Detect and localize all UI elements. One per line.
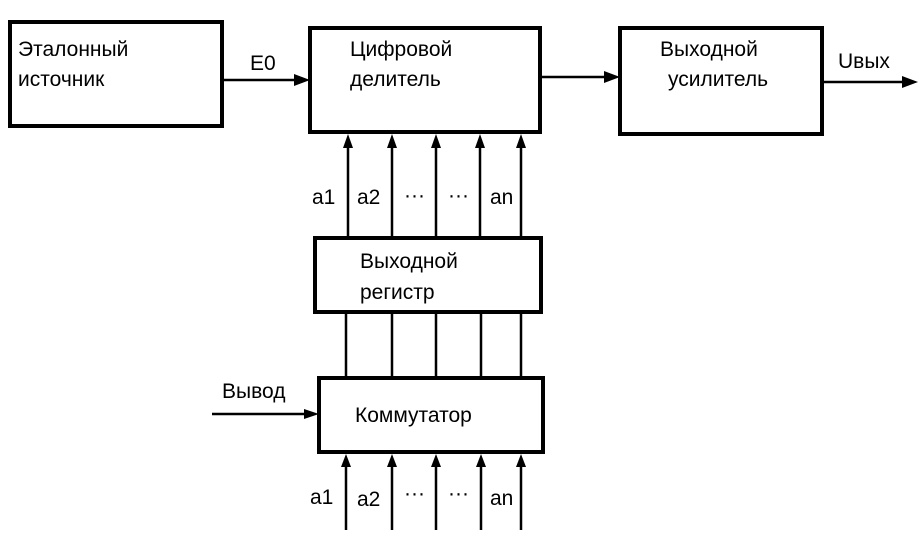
- bus-label-an: an: [490, 186, 513, 209]
- input-label-dots1: ···: [404, 482, 425, 505]
- output-command-label: Вывод: [222, 380, 286, 403]
- input-bus: a1 a2 ··· ··· an: [310, 454, 526, 530]
- bus-label-dots1: ···: [404, 184, 425, 207]
- commutator-to-register-bus: [344, 312, 523, 378]
- digital-divider-label-line2: делитель: [350, 68, 441, 91]
- commutator-label: Коммутатор: [355, 404, 472, 427]
- bus-arrowhead-a1: [343, 134, 353, 148]
- u-out-connection: Uвых: [822, 50, 918, 88]
- reference-source-block: Эталонный источник: [8, 20, 224, 128]
- input-label-an: an: [490, 487, 513, 510]
- digital-divider-block: Цифровой делитель: [308, 26, 542, 134]
- input-arrowhead-dots2: [476, 454, 486, 467]
- bus-label-a1: a1: [312, 186, 335, 209]
- input-label-a1: a1: [310, 486, 333, 509]
- bus-arrowhead-an: [516, 134, 526, 148]
- e0-arrowhead: [294, 74, 310, 86]
- output-amplifier-box: [618, 26, 824, 136]
- input-arrowhead-a2: [387, 454, 397, 467]
- output-command-connection: Вывод: [212, 380, 319, 419]
- reference-source-label-line1: Эталонный: [18, 38, 128, 61]
- output-command-arrowhead: [304, 409, 319, 419]
- output-register-label-line1: Выходной: [360, 250, 458, 273]
- bus-arrowhead-dots1: [431, 134, 441, 148]
- input-arrowhead-an: [516, 454, 526, 467]
- divider-to-amplifier-connection: [540, 71, 620, 83]
- output-amplifier-label-line2: усилитель: [668, 68, 768, 91]
- bus-arrowhead-a2: [387, 134, 397, 148]
- input-label-dots2: ···: [448, 482, 469, 505]
- digital-divider-label-line1: Цифровой: [350, 38, 452, 61]
- output-amplifier-block: Выходной усилитель: [618, 26, 824, 136]
- output-register-block: Выходной регистр: [313, 236, 543, 314]
- output-register-box: [313, 236, 543, 314]
- divider-amplifier-arrowhead: [604, 71, 620, 83]
- commutator-block: Коммутатор: [317, 376, 545, 454]
- digital-divider-box: [308, 26, 542, 134]
- e0-label: E0: [250, 52, 276, 75]
- output-amplifier-label-line1: Выходной: [660, 38, 758, 61]
- e0-connection: E0: [222, 52, 310, 86]
- bus-arrowhead-dots2: [475, 134, 485, 148]
- register-to-divider-bus: a1 a2 ··· ··· an: [312, 134, 526, 238]
- reference-source-label-line2: источник: [18, 68, 105, 91]
- reference-source-box: [8, 20, 224, 128]
- u-out-arrowhead: [902, 76, 918, 88]
- bus-label-a2: a2: [357, 186, 380, 209]
- bus-label-dots2: ···: [448, 184, 469, 207]
- u-out-label: Uвых: [838, 50, 890, 73]
- input-arrowhead-dots1: [431, 454, 441, 467]
- input-arrowhead-a1: [341, 454, 351, 467]
- input-label-a2: a2: [357, 488, 380, 511]
- output-register-label-line2: регистр: [360, 281, 435, 304]
- commutator-box: [317, 376, 545, 454]
